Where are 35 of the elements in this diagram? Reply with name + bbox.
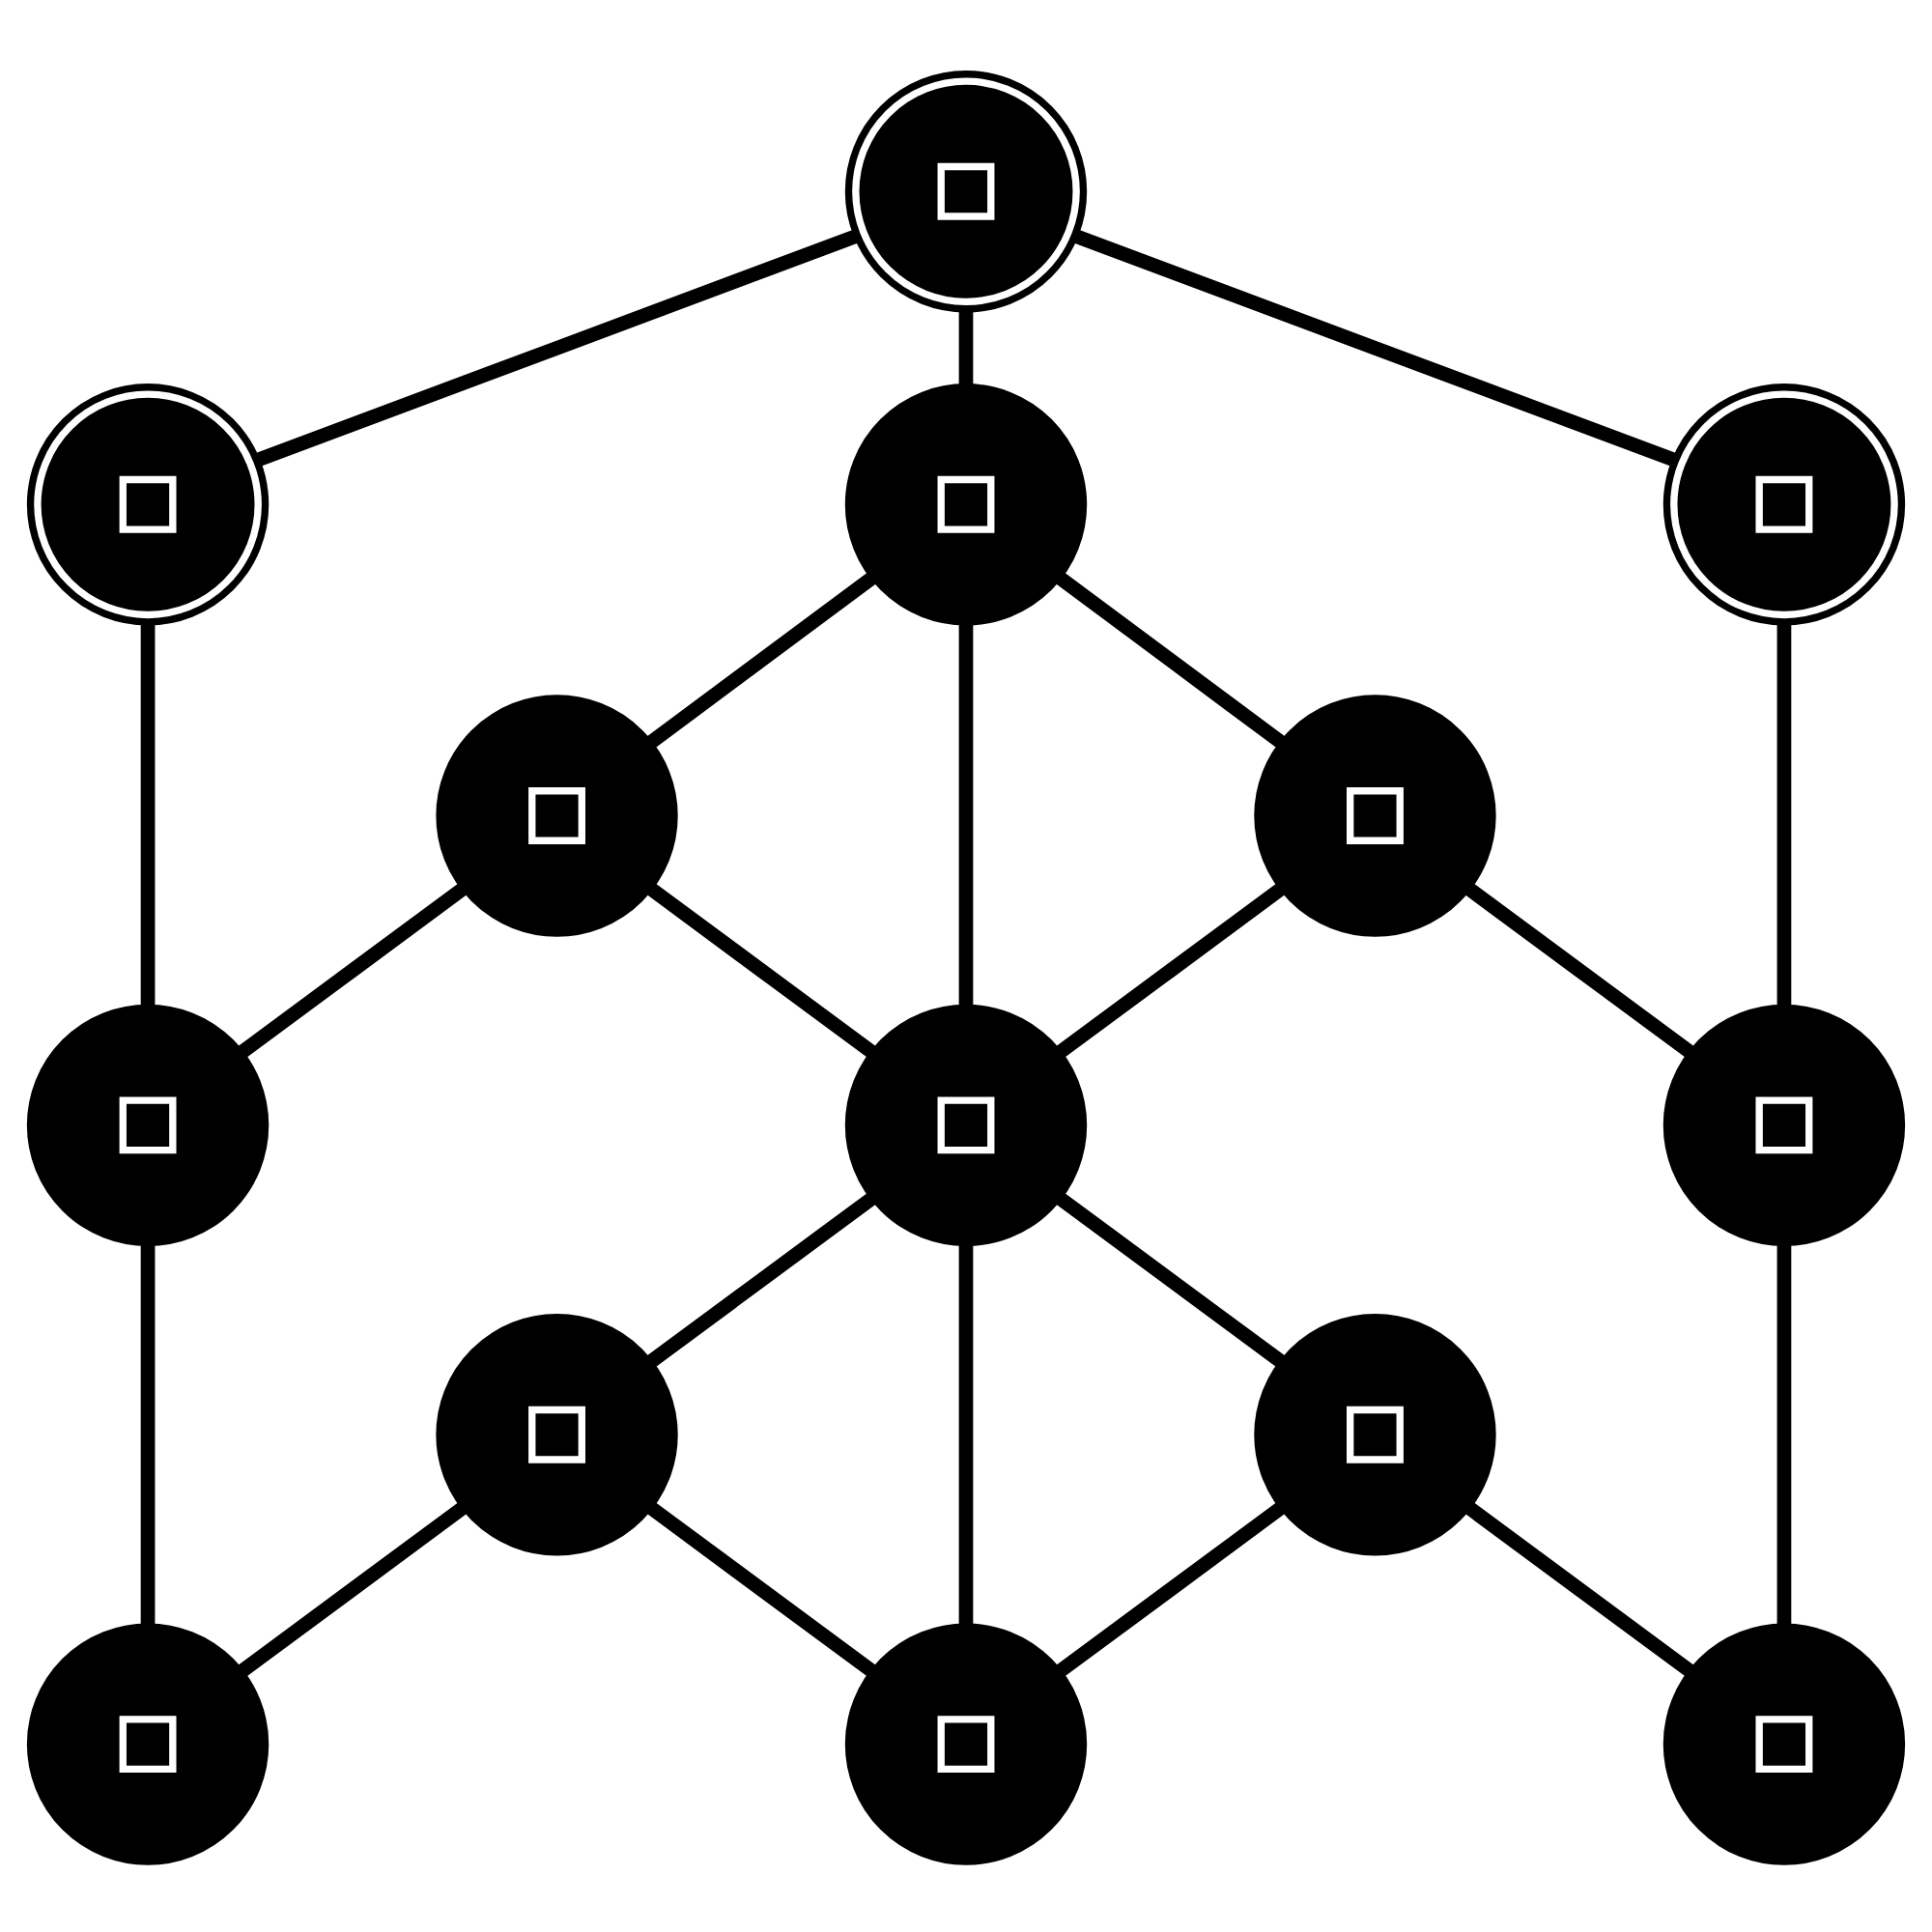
connector [643,1189,879,1369]
connector [140,1239,156,1628]
connector [235,1499,469,1678]
node-circle [844,1003,1088,1246]
connector [1053,569,1289,750]
node-circle [1662,1622,1906,1864]
connector [958,619,974,1009]
node-circle [1662,383,1906,625]
connector [1776,620,1792,1009]
connector [958,307,974,387]
connector [1053,1499,1288,1678]
connector [1053,880,1288,1060]
node-circle [1254,1313,1496,1555]
connector [958,1239,974,1628]
connector [140,620,156,1009]
connector [644,880,879,1060]
connector [1053,1189,1289,1369]
node-circle [844,1622,1088,1864]
connector [644,1499,879,1678]
node-circle [436,694,678,936]
node-circle [26,383,270,625]
node-circle [1254,694,1496,936]
node-circle [26,1622,270,1864]
node-circle [436,1313,678,1555]
connector [235,880,469,1060]
connector [1073,228,1677,466]
node-circle [1662,1003,1906,1246]
connector [255,228,859,466]
node-circle [844,70,1088,312]
connector [1776,1239,1792,1628]
connector [1463,1499,1697,1678]
connector [643,569,879,750]
node-circle [844,383,1088,625]
connector [1463,880,1697,1060]
node-circle [26,1003,270,1246]
